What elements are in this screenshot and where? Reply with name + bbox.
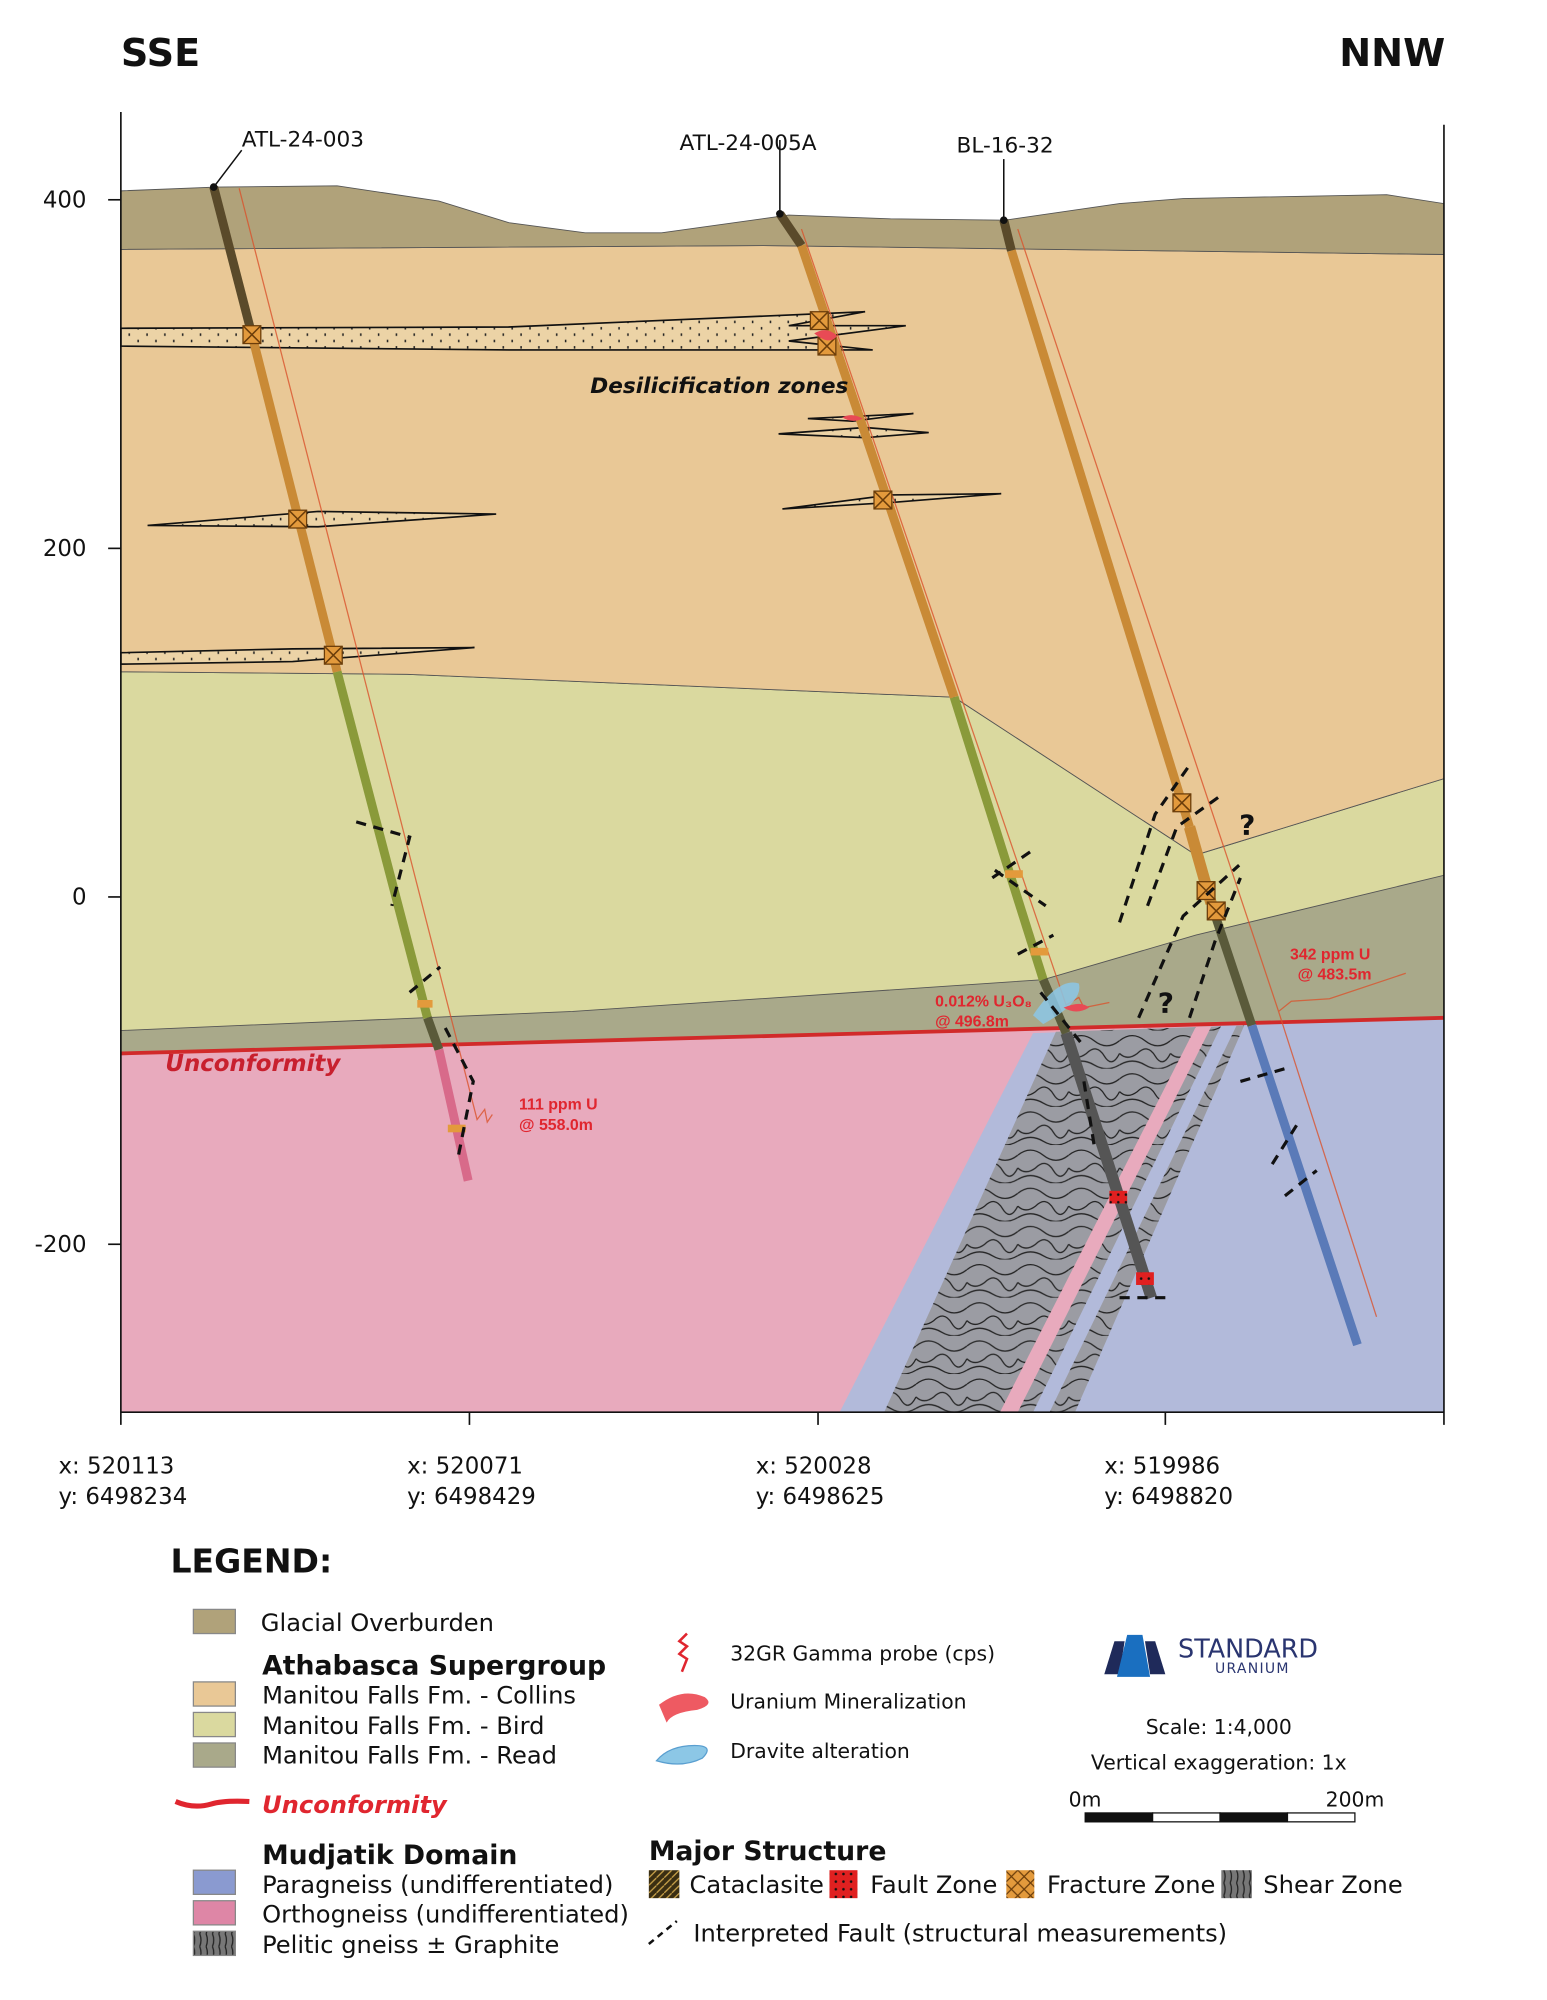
drillhole-bl-16-32[interactable]: BL-16-32 [957, 134, 1362, 1347]
drillhole-label: ATL-24-005A [680, 131, 817, 156]
desilicification-zones [120, 310, 1002, 665]
unconformity-line [120, 1015, 1445, 1056]
legend-read: Manitou Falls Fm. - Read [262, 1741, 557, 1769]
y-tick-label: 200 [43, 536, 87, 562]
uncertainty-mark: ? [1239, 809, 1255, 842]
drillhole-label: ATL-24-003 [242, 127, 364, 152]
drillhole-atl-24-005a[interactable]: ATL-24-005A [680, 131, 1157, 1300]
legend-collins: Manitou Falls Fm. - Collins [262, 1682, 576, 1710]
legend-bird: Manitou Falls Fm. - Bird [262, 1712, 544, 1740]
legend-athabasca-header: Athabasca Supergroup [262, 1650, 606, 1681]
y-tick-label: -200 [35, 1232, 87, 1258]
gamma-probe-traces [238, 188, 1406, 1317]
legend-gamma: 32GR Gamma probe (cps) [730, 1641, 995, 1665]
assay-depth-atl-24-005a: @ 496.8m [935, 1014, 1009, 1031]
scale-ratio: Scale: 1:4,000 [1146, 1715, 1292, 1739]
axes [108, 112, 1445, 1425]
legend: LEGEND: Glacial Overburden Athabasca Sup… [170, 1541, 1402, 1958]
assay-depth-atl-24-003: @ 558.0m [519, 1117, 593, 1134]
legend-pelitic: Pelitic gneiss ± Graphite [262, 1931, 559, 1959]
scale-bar-end: 200m [1326, 1788, 1385, 1812]
read-formation-layer [120, 875, 1444, 1054]
station-x: x: 519986 [1104, 1453, 1220, 1479]
drillhole-atl-24-003[interactable]: ATL-24-003 [209, 127, 473, 1182]
swatch-shear-zone [1221, 1870, 1252, 1899]
swatch-collins [192, 1681, 236, 1707]
legend-mudjatik-header: Mudjatik Domain [262, 1840, 517, 1871]
legend-cataclasite: Cataclasite [690, 1871, 824, 1899]
swatch-read [192, 1742, 236, 1768]
assay-label-atl-24-003: 111 ppm U [519, 1096, 598, 1113]
uranium-mineralization-icon [659, 1693, 709, 1723]
legend-fracture-zone: Fracture Zone [1047, 1871, 1215, 1899]
vertical-exaggeration: Vertical exaggeration: 1x [1091, 1751, 1347, 1775]
direction-label-sse: SSE [121, 31, 200, 75]
station-x: x: 520113 [59, 1453, 175, 1479]
y-tick-label: 0 [72, 885, 87, 911]
swatch-paragneiss [192, 1869, 236, 1895]
swatch-pelitic-gneiss [192, 1930, 236, 1957]
legend-paragneiss: Paragneiss (undifferentiated) [262, 1871, 613, 1899]
legend-glacial: Glacial Overburden [261, 1609, 494, 1637]
swatch-orthogneiss [192, 1900, 236, 1926]
standard-uranium-logo: STANDARD URANIUM [1104, 1634, 1318, 1677]
interpreted-fault-icon [648, 1920, 678, 1945]
station-y: y: 6498234 [59, 1484, 188, 1510]
assay-depth-bl-16-32: @ 483.5m [1298, 967, 1372, 984]
legend-uranium: Uranium Mineralization [730, 1690, 966, 1714]
y-tick-label: 400 [43, 187, 87, 213]
scale-bar [1084, 1812, 1356, 1823]
legend-interpreted-fault: Interpreted Fault (structural measuremen… [693, 1919, 1227, 1947]
gamma-probe-icon [677, 1632, 689, 1673]
station-x: x: 520071 [407, 1453, 523, 1479]
interpreted-faults [355, 762, 1318, 1300]
direction-label-nnw: NNW [1339, 31, 1445, 75]
paragneiss-stripe [1033, 1025, 1237, 1413]
uncertainty-mark: ? [1158, 987, 1174, 1020]
desilicification-label: Desilicification zones [590, 374, 848, 399]
legend-title: LEGEND: [170, 1541, 332, 1580]
assay-label-bl-16-32: 342 ppm U [1290, 946, 1370, 963]
unconformity-line-icon [174, 1798, 250, 1809]
legend-fault-zone: Fault Zone [870, 1871, 997, 1899]
swatch-bird [192, 1711, 236, 1738]
legend-dravite: Dravite alteration [730, 1739, 910, 1763]
dravite-alteration-icon [655, 1744, 708, 1765]
swatch-glacial [192, 1608, 236, 1635]
station-x: x: 520028 [756, 1453, 872, 1479]
assay-label-atl-24-005a: 0.012% U₃O₈ [935, 993, 1032, 1010]
scale-bar-start: 0m [1069, 1788, 1102, 1812]
swatch-fracture-zone [1006, 1870, 1035, 1899]
station-y: y: 6498820 [1104, 1484, 1233, 1510]
legend-shear-zone: Shear Zone [1263, 1871, 1402, 1899]
drillhole-label: BL-16-32 [957, 134, 1054, 159]
logo-subtext: URANIUM [1215, 1661, 1290, 1677]
station-y: y: 6498625 [756, 1484, 885, 1510]
orthogneiss-stripe [999, 1026, 1212, 1413]
station-y: y: 6498429 [407, 1484, 536, 1510]
legend-orthogneiss: Orthogneiss (undifferentiated) [262, 1900, 629, 1928]
logo-text: STANDARD [1178, 1634, 1318, 1664]
legend-structure-header: Major Structure [649, 1836, 887, 1867]
geology-section [120, 185, 1445, 1413]
unconformity-label: Unconformity [165, 1051, 341, 1077]
legend-unconformity: Unconformity [262, 1791, 448, 1819]
swatch-cataclasite [648, 1870, 680, 1899]
swatch-fault-zone [829, 1870, 858, 1899]
